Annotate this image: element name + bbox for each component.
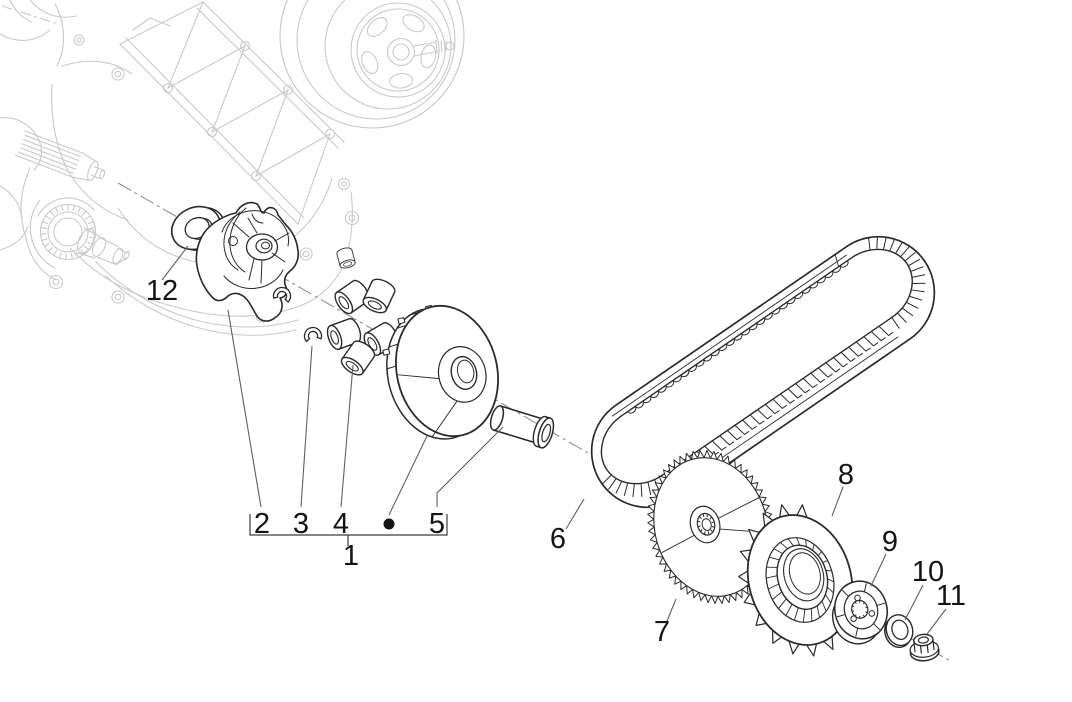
callout-label-10: 10 <box>912 556 944 588</box>
callout-3: 3 <box>293 345 313 540</box>
drive-belt <box>590 235 936 509</box>
callout-label-5: 5 <box>429 508 445 540</box>
leader-line <box>870 553 887 587</box>
bullet-marker <box>383 518 395 530</box>
callout-5: 5 <box>429 426 504 540</box>
truss-ribs <box>119 0 345 225</box>
leader-line <box>666 598 677 622</box>
callout-label-2: 2 <box>254 508 270 540</box>
splined-shaft-ghost <box>14 130 106 181</box>
callout-bullet <box>383 435 428 530</box>
leader-line <box>831 486 844 517</box>
callout-11: 11 <box>926 580 966 635</box>
flange-nut <box>909 633 940 662</box>
callout-label-1: 1 <box>343 540 359 572</box>
callout-12: 12 <box>146 245 189 307</box>
callout-label-7: 7 <box>654 616 670 648</box>
callouts: 12 2 3 4 5 1 6 <box>146 245 966 648</box>
callout-8: 8 <box>831 459 854 517</box>
crank-gear-ghost <box>37 197 130 266</box>
leader-line <box>565 498 585 530</box>
leader-line <box>340 364 354 508</box>
slider-guide <box>302 325 323 343</box>
fixed-half-pulley-fan <box>738 504 854 657</box>
roller <box>360 275 398 317</box>
callout-label-8: 8 <box>838 459 854 491</box>
callout-label-3: 3 <box>293 508 309 540</box>
starter-ring-gear <box>647 449 775 605</box>
callout-4: 4 <box>333 364 354 540</box>
leader-line <box>904 584 924 621</box>
movable-half-pulley <box>382 304 499 440</box>
leader-line <box>388 435 428 516</box>
thrust-washer <box>884 614 914 648</box>
leader-line <box>436 426 504 507</box>
spacer-bushing <box>489 405 555 449</box>
leader-line <box>161 245 189 281</box>
callout-label-12: 12 <box>146 275 178 307</box>
variator-back-plate <box>195 201 299 322</box>
hub-spacer <box>831 580 888 645</box>
leader-line <box>926 608 947 635</box>
group-bracket: 1 <box>249 514 448 572</box>
callout-label-11: 11 <box>936 580 966 612</box>
engine-crankcase-ghost <box>0 0 465 336</box>
callout-10: 10 <box>904 556 944 621</box>
callout-9: 9 <box>870 526 898 587</box>
callout-2: 2 <box>227 309 270 540</box>
callout-label-4: 4 <box>333 508 349 540</box>
slider-guide <box>335 245 357 271</box>
callout-label-9: 9 <box>882 526 898 558</box>
callout-7: 7 <box>654 598 677 648</box>
callout-6: 6 <box>550 498 585 555</box>
leader-line <box>300 345 313 508</box>
callout-label-6: 6 <box>550 523 566 555</box>
leader-line <box>227 309 262 508</box>
flywheel-ghost <box>279 0 465 129</box>
